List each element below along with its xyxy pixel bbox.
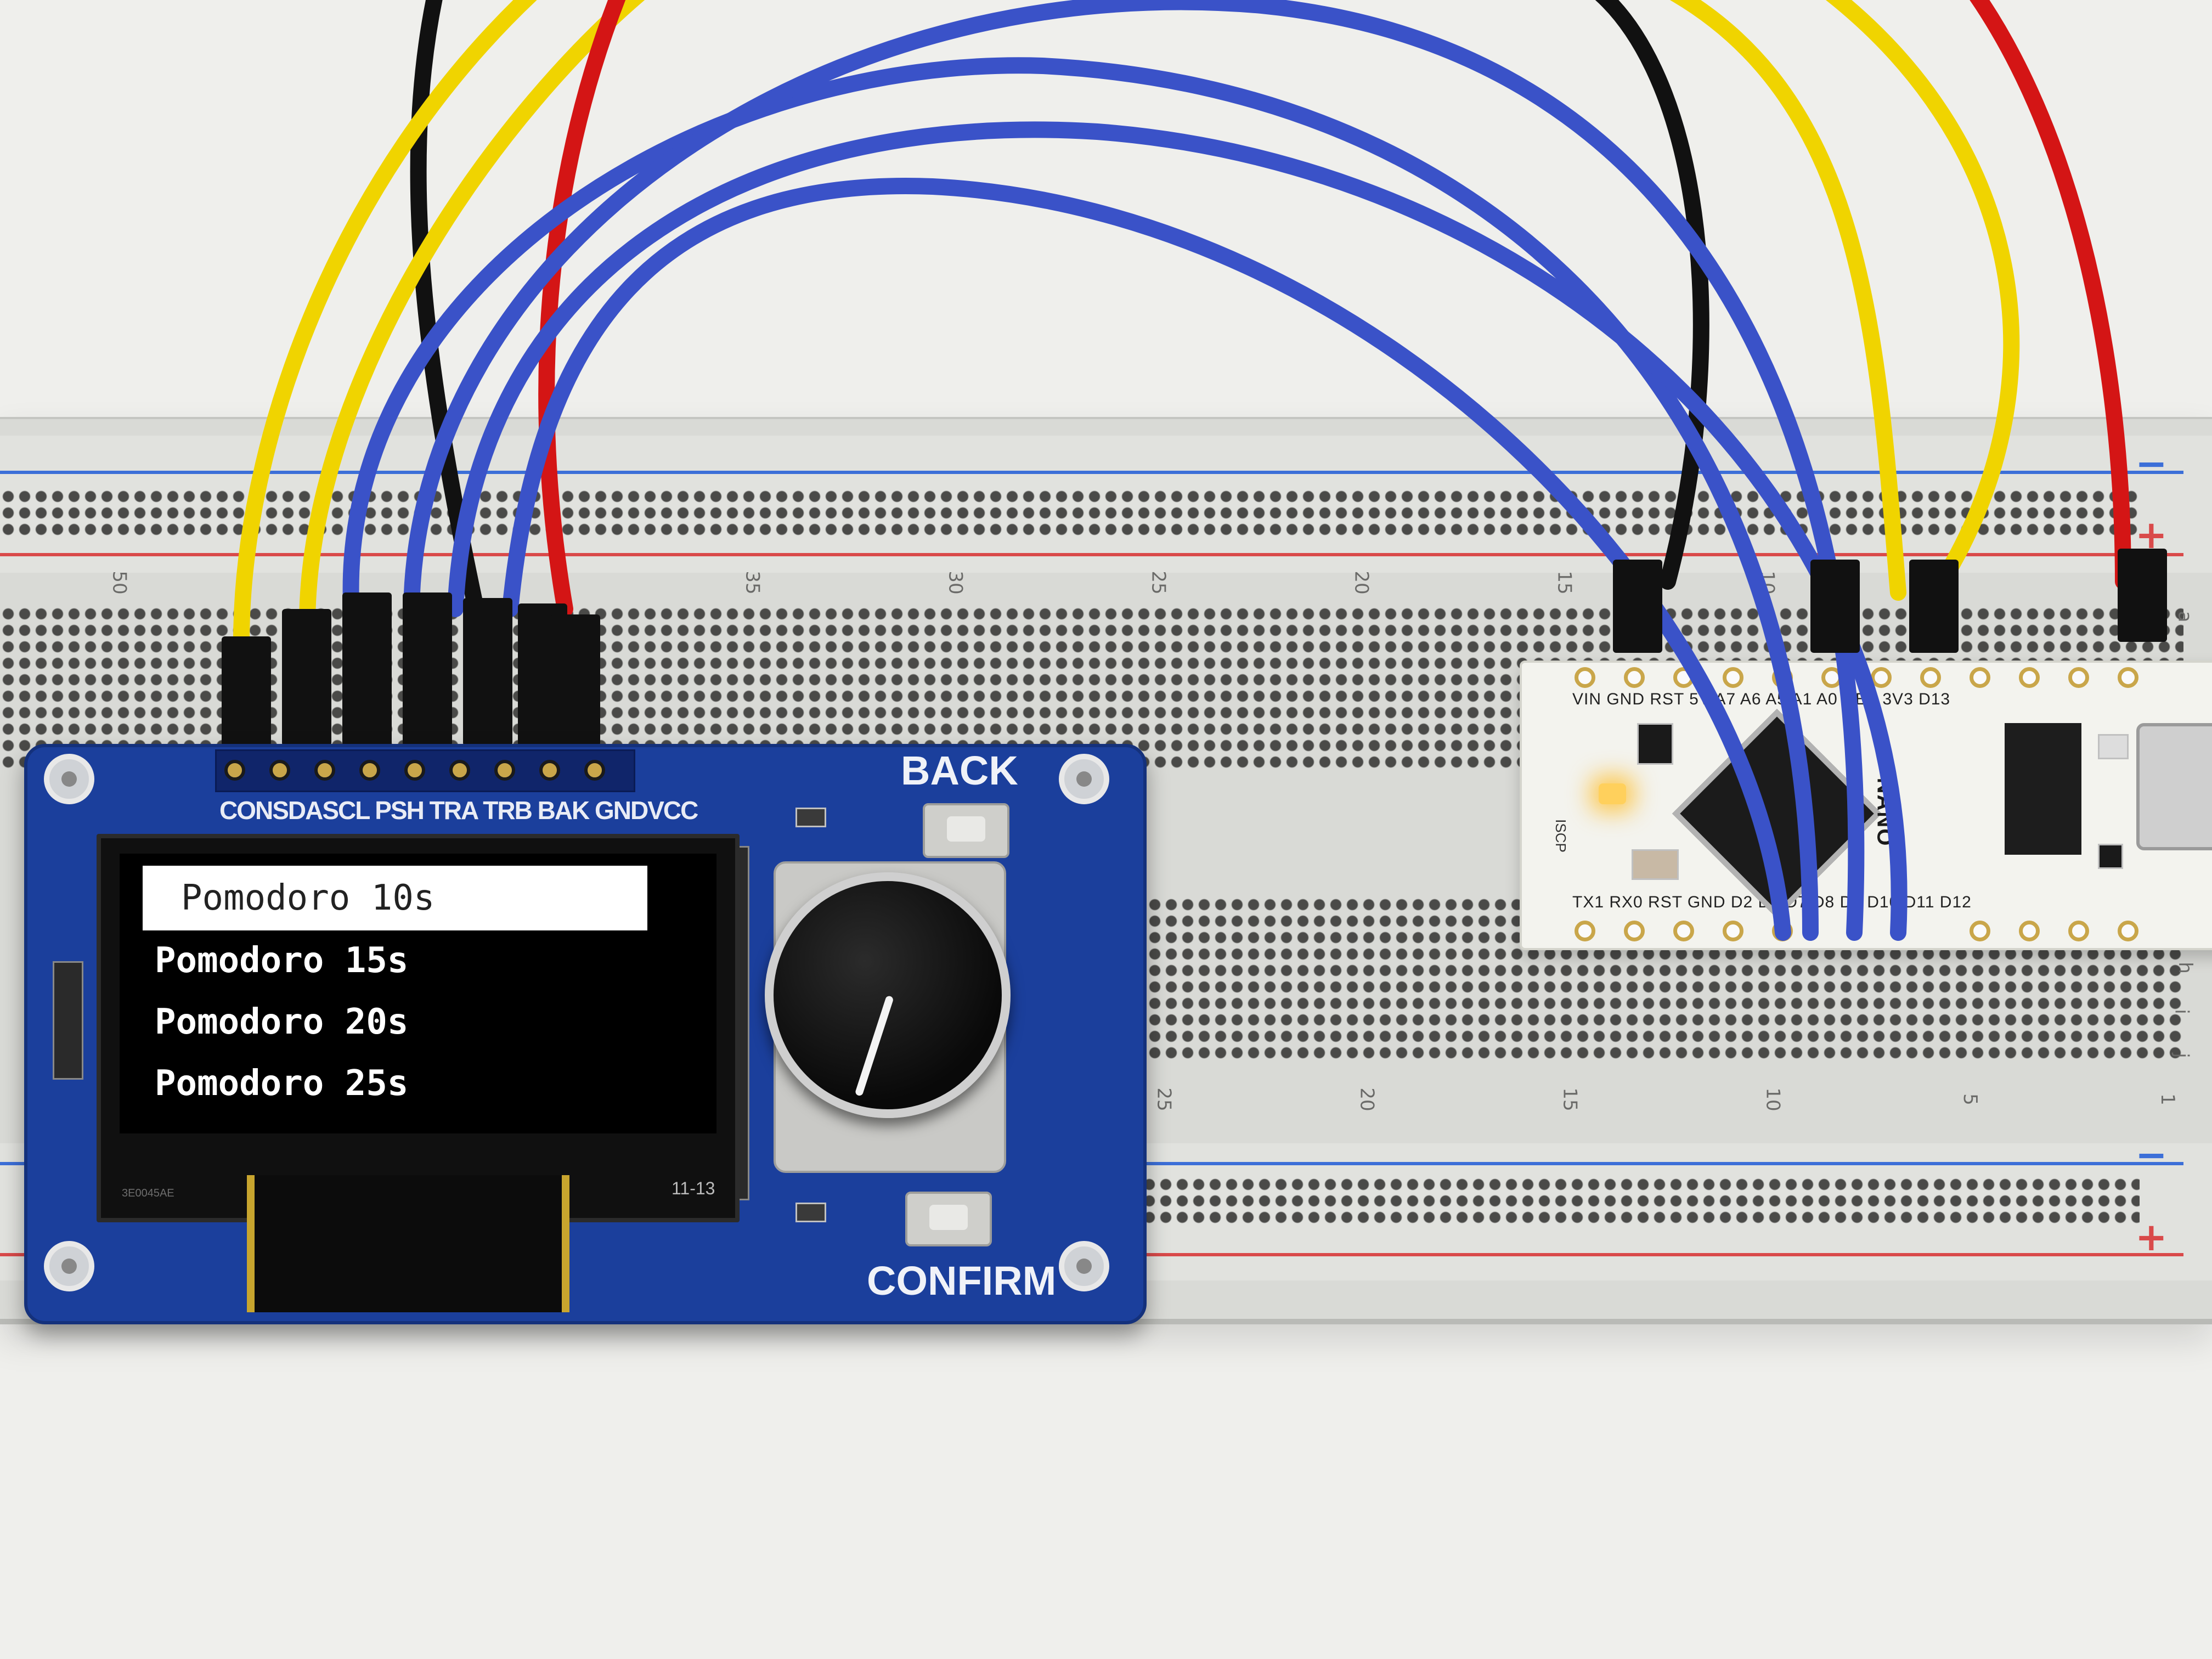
nano-pin-pad — [2068, 921, 2089, 941]
wire-yellow — [1825, 0, 2020, 590]
smd-component — [1632, 849, 1679, 880]
oled-date-code: 11-13 — [672, 1178, 715, 1198]
dupont-connector — [551, 614, 600, 746]
nano-pin-pad — [1624, 921, 1645, 941]
wire-blue — [502, 178, 1791, 941]
oled-encoder-module: CONSDASCL PSH TRA TRB BAK GNDVCC BACK CO… — [24, 744, 1147, 1324]
smd-component-column — [53, 961, 83, 1080]
dupont-connector — [403, 592, 452, 746]
wire-blue — [342, 57, 1819, 941]
wire-blue — [403, 0, 1865, 941]
header-pin — [269, 760, 290, 781]
rail-blue-line — [0, 471, 2183, 474]
nano-pin-pad — [1673, 921, 1694, 941]
mounting-hole — [1059, 754, 1109, 804]
mounting-hole — [1059, 1241, 1109, 1291]
header-pin — [494, 760, 515, 781]
menu-item[interactable]: Pomodoro 25s — [155, 1063, 409, 1104]
usb-serial-chip — [2005, 723, 2081, 855]
confirm-button[interactable] — [905, 1192, 992, 1246]
usb-c-port[interactable] — [2136, 723, 2212, 850]
dupont-connector — [282, 609, 331, 746]
back-button[interactable] — [923, 803, 1009, 858]
dupont-connector — [1810, 560, 1860, 653]
oled-display: Pomodoro 10s Pomodoro 15s Pomodoro 20s P… — [97, 834, 740, 1222]
nano-pin-pad — [1723, 921, 1743, 941]
menu-item[interactable]: Pomodoro 15s — [155, 940, 409, 981]
header-pin — [314, 760, 335, 781]
smd-component — [2098, 734, 2129, 759]
smd-component — [795, 808, 826, 827]
nano-pin-pad — [1920, 667, 1941, 688]
nano-pin-pad — [2118, 921, 2138, 941]
confirm-label: CONFIRM — [867, 1258, 1057, 1304]
header-pin — [539, 760, 560, 781]
menu-item-selected[interactable]: Pomodoro 10s — [143, 866, 647, 930]
dupont-connector — [1613, 560, 1662, 653]
wire-yellow — [233, 0, 537, 650]
oled-screen: Pomodoro 10s Pomodoro 15s Pomodoro 20s P… — [120, 854, 716, 1133]
arduino-nano-board: VIN GND RST 5V A7 A6 A5 A1 A0 REF 3V3 D1… — [1520, 661, 2212, 950]
dupont-connector — [2118, 549, 2167, 642]
power-led — [1599, 783, 1626, 804]
rail-minus-sign: − — [2135, 1132, 2168, 1177]
rail-red-line — [0, 553, 2183, 556]
nano-pin-pad — [1970, 667, 1990, 688]
nano-pin-pad — [2019, 667, 2040, 688]
nano-pin-pad — [1723, 667, 1743, 688]
nano-pin-pad — [1871, 667, 1892, 688]
wire-yellow — [299, 0, 645, 634]
wire-red — [538, 0, 626, 617]
header-pin — [359, 760, 380, 781]
oled-part-number: 3E0045AE — [122, 1187, 174, 1199]
back-label: BACK — [901, 748, 1018, 793]
mounting-hole — [44, 754, 94, 804]
nano-pin-pad — [1575, 921, 1595, 941]
nano-pin-pad — [2019, 921, 2040, 941]
smd-component — [2098, 844, 2123, 869]
rail-holes — [1141, 1176, 2140, 1226]
dupont-connector — [222, 636, 271, 746]
mounting-hole — [44, 1241, 94, 1291]
nano-pin-pad — [2118, 667, 2138, 688]
rail-minus-sign: − — [2135, 441, 2168, 486]
pin-labels: CONSDASCL PSH TRA TRB BAK GNDVCC — [219, 796, 698, 825]
wire-black — [1595, 0, 1709, 590]
dupont-connector — [463, 598, 512, 746]
pin-header — [215, 749, 635, 792]
header-pin — [449, 760, 470, 781]
header-pin — [224, 760, 245, 781]
menu-item[interactable]: Pomodoro 20s — [155, 1002, 409, 1042]
wire-red — [1970, 0, 2131, 590]
wire-yellow — [1669, 0, 1906, 601]
nano-pin-pad — [1970, 921, 1990, 941]
nano-pin-pad — [1624, 667, 1645, 688]
rotary-encoder-knob[interactable] — [765, 872, 1011, 1118]
header-pin — [584, 760, 605, 781]
smd-component — [1637, 723, 1673, 765]
smd-component — [795, 1203, 826, 1222]
nano-pin-pad — [1575, 667, 1595, 688]
dupont-connector — [1909, 560, 1959, 653]
rail-plus-sign: + — [2135, 1215, 2168, 1260]
dupont-connector — [342, 592, 392, 746]
nano-pin-pad — [2068, 667, 2089, 688]
oled-flex-cable — [247, 1175, 569, 1312]
header-pin — [404, 760, 425, 781]
wire-black — [410, 0, 486, 623]
nano-top-pin-labels: VIN GND RST 5V A7 A6 A5 A1 A0 REF 3V3 D1… — [1572, 690, 1951, 708]
